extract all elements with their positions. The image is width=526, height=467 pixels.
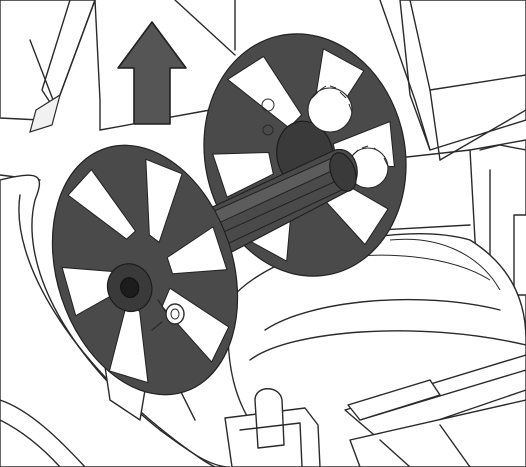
locking-pin [151,299,185,331]
spool-left-flange [51,144,239,396]
up-arrow-icon [117,21,187,125]
drive-gear [261,85,389,189]
bottom-latch [224,388,321,467]
paper-tray [344,354,526,467]
